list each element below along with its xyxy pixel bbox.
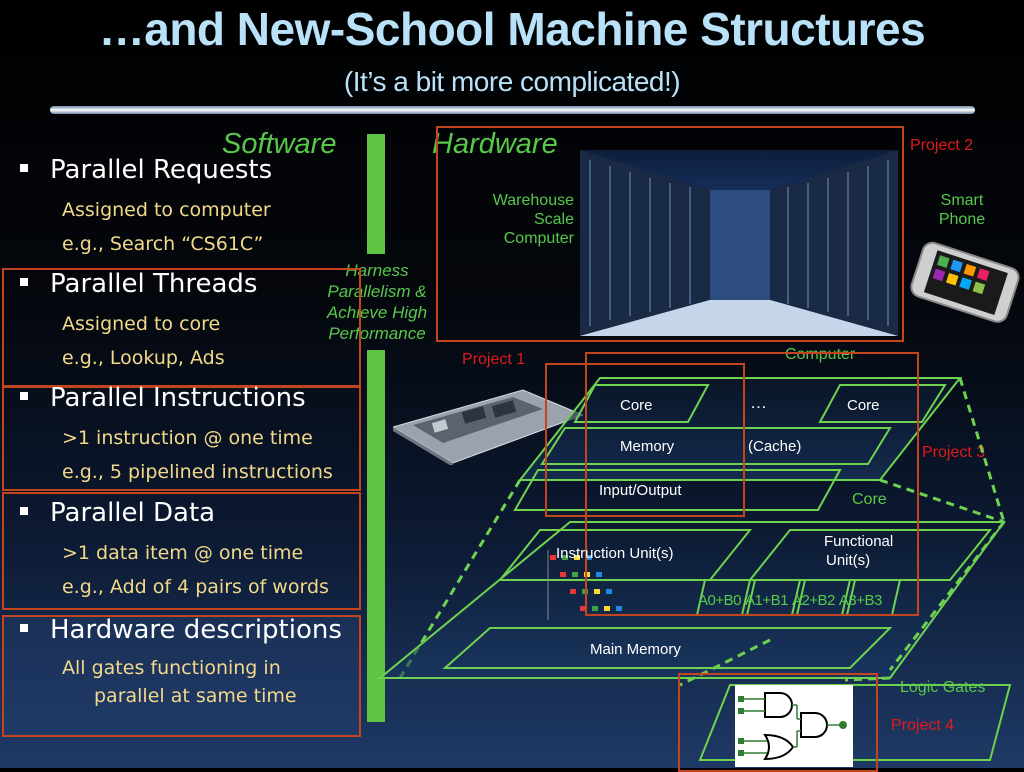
warehouse-line: Computer — [503, 230, 574, 247]
bullet-square — [20, 623, 28, 632]
bullet-parallel-requests: Parallel Requests — [20, 155, 272, 185]
bullet-hardware-descriptions: Hardware descriptions — [20, 615, 342, 645]
core-right-box — [818, 384, 947, 423]
functional-unit-line: Unit(s) — [826, 552, 871, 569]
warehouse-line: Warehouse — [492, 192, 574, 209]
project-1-label: Project 1 — [462, 351, 526, 368]
bullet-sub: parallel at same time — [94, 685, 297, 707]
harness-line: Parallelism & — [327, 282, 427, 301]
threads-box — [2, 268, 361, 388]
bullet-label: Parallel Data — [50, 498, 216, 528]
instruction-unit-text: Instruction Unit(s) — [556, 545, 674, 562]
divider-bar-top — [367, 134, 385, 254]
main-memory-text: Main Memory — [590, 641, 681, 658]
io-box — [513, 469, 842, 511]
bullet-square — [20, 163, 28, 172]
logic-plane — [698, 684, 1012, 761]
smart-phone-line: Smart — [940, 192, 984, 209]
warehouse-line: Scale — [533, 211, 574, 228]
computer-label: Computer — [785, 346, 856, 363]
software-label: Software — [222, 128, 337, 160]
instructions-box — [2, 385, 361, 491]
adder-1: A1+B1 — [744, 592, 788, 609]
cache-text: (Cache) — [748, 438, 802, 455]
bullet-sub: e.g., Lookup, Ads — [62, 347, 225, 369]
functional-unit-text: Functional Unit(s) — [824, 532, 893, 570]
logic-gates-label: Logic Gates — [900, 679, 986, 696]
adder-0: A0+B0 — [698, 592, 741, 609]
bullet-label: Parallel Requests — [50, 155, 273, 185]
bullet-label: Hardware descriptions — [50, 615, 342, 645]
server-board-photo — [393, 389, 583, 465]
project-1-box — [545, 363, 745, 517]
bullet-sub: e.g., Add of 4 pairs of words — [62, 576, 329, 598]
bullet-square — [20, 391, 28, 400]
ellipsis-text: … — [750, 393, 767, 412]
memory-text: Memory — [620, 438, 675, 455]
harness-line: Harness — [345, 261, 409, 280]
bullet-sub: >1 data item @ one time — [62, 542, 304, 564]
adder-2: A2+B2 — [791, 592, 835, 609]
smart-phone-label: Smart Phone — [930, 191, 994, 229]
hardware-desc-box — [2, 615, 361, 737]
divider-bar-bottom — [367, 350, 385, 722]
harness-line: Achieve High — [326, 303, 428, 322]
bullet-sub: e.g., 5 pipelined instructions — [62, 461, 333, 483]
core-right-text: Core — [847, 397, 880, 414]
layers-diagram — [377, 377, 1012, 761]
functional-unit-line: Functional — [824, 533, 894, 550]
bullet-parallel-data: Parallel Data — [20, 498, 215, 528]
page-subtitle: (It’s a bit more complicated!) — [343, 66, 681, 97]
bullet-sub: e.g., Search “CS61C” — [62, 233, 264, 255]
project-3-box — [585, 352, 919, 616]
adder-3: A3+B3 — [838, 592, 882, 609]
bullet-sub: Assigned to computer — [62, 199, 271, 221]
logic-gates-diagram — [735, 685, 853, 767]
data-box — [2, 492, 361, 610]
datacenter-illustration — [580, 150, 898, 336]
bullet-label: Parallel Threads — [50, 269, 258, 299]
warehouse-box — [436, 126, 904, 342]
harness-note: Harness Parallelism & Achieve High Perfo… — [312, 260, 442, 344]
warehouse-label: Warehouse Scale Computer — [446, 191, 574, 248]
title-divider — [50, 106, 975, 114]
smartphone-icon — [910, 241, 1020, 323]
datacenter-photo — [580, 150, 898, 336]
main-memory-box — [442, 627, 893, 669]
harness-line: Performance — [328, 324, 426, 343]
page-title: …and New-School Machine Structures — [98, 3, 926, 55]
bullet-sub: >1 instruction @ one time — [62, 427, 313, 449]
bullet-parallel-threads: Parallel Threads — [20, 269, 257, 299]
core-left-box — [573, 384, 710, 423]
bullet-parallel-instructions: Parallel Instructions — [20, 383, 306, 413]
bullet-square — [20, 506, 28, 515]
io-text: Input/Output — [599, 482, 682, 499]
bullet-label: Parallel Instructions — [50, 383, 306, 413]
bullet-square — [20, 277, 28, 286]
bullet-sub: Assigned to core — [62, 313, 221, 335]
core-left-text: Core — [620, 397, 653, 414]
functional-unit-box — [747, 529, 993, 581]
hardware-label: Hardware — [432, 128, 558, 160]
bullet-sub: All gates functioning in — [62, 657, 281, 679]
core-label: Core — [852, 491, 887, 508]
smart-phone-line: Phone — [938, 211, 986, 228]
memory-box — [540, 427, 892, 465]
project-2-label: Project 2 — [910, 137, 974, 154]
project-4-label: Project 4 — [891, 717, 955, 734]
project-3-label: Project 3 — [922, 444, 986, 461]
